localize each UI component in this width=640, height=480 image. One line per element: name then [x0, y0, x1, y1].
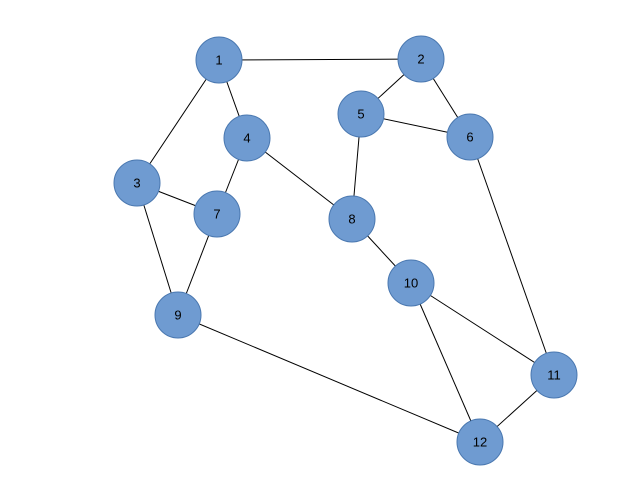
- edge-1-2: [218, 58, 422, 61]
- node-5: 5: [337, 90, 385, 138]
- node-circle: [328, 195, 376, 243]
- node-label: 5: [357, 107, 364, 122]
- node-label: 8: [348, 212, 355, 227]
- node-label: 11: [547, 368, 561, 383]
- node-7: 7: [193, 190, 241, 238]
- node-11: 11: [530, 351, 578, 399]
- node-12: 12: [456, 418, 504, 466]
- node-3: 3: [113, 159, 161, 207]
- edge-10-11: [410, 282, 555, 376]
- node-1: 1: [195, 36, 243, 84]
- node-4: 4: [223, 114, 271, 162]
- node-circle: [530, 351, 578, 399]
- node-label: 4: [243, 131, 250, 146]
- node-circle: [193, 190, 241, 238]
- node-circle: [154, 291, 202, 339]
- node-circle: [446, 113, 494, 161]
- node-circle: [337, 90, 385, 138]
- node-circle: [113, 159, 161, 207]
- node-label: 12: [473, 435, 487, 450]
- node-circle: [387, 259, 435, 307]
- node-label: 7: [213, 207, 220, 222]
- edge-10-12: [410, 282, 481, 443]
- node-6: 6: [446, 113, 494, 161]
- node-label: 2: [417, 52, 424, 67]
- edge-9-12: [177, 314, 481, 443]
- node-label: 10: [404, 276, 418, 291]
- node-8: 8: [328, 195, 376, 243]
- node-circle: [223, 114, 271, 162]
- edge-6-11: [469, 136, 555, 376]
- edge-1-3: [136, 59, 220, 184]
- node-label: 6: [466, 130, 473, 145]
- node-10: 10: [387, 259, 435, 307]
- node-circle: [456, 418, 504, 466]
- node-2: 2: [397, 35, 445, 83]
- node-9: 9: [154, 291, 202, 339]
- node-circle: [397, 35, 445, 83]
- node-circle: [195, 36, 243, 84]
- node-label: 9: [174, 308, 181, 323]
- node-label: 3: [133, 176, 140, 191]
- node-label: 1: [215, 53, 222, 68]
